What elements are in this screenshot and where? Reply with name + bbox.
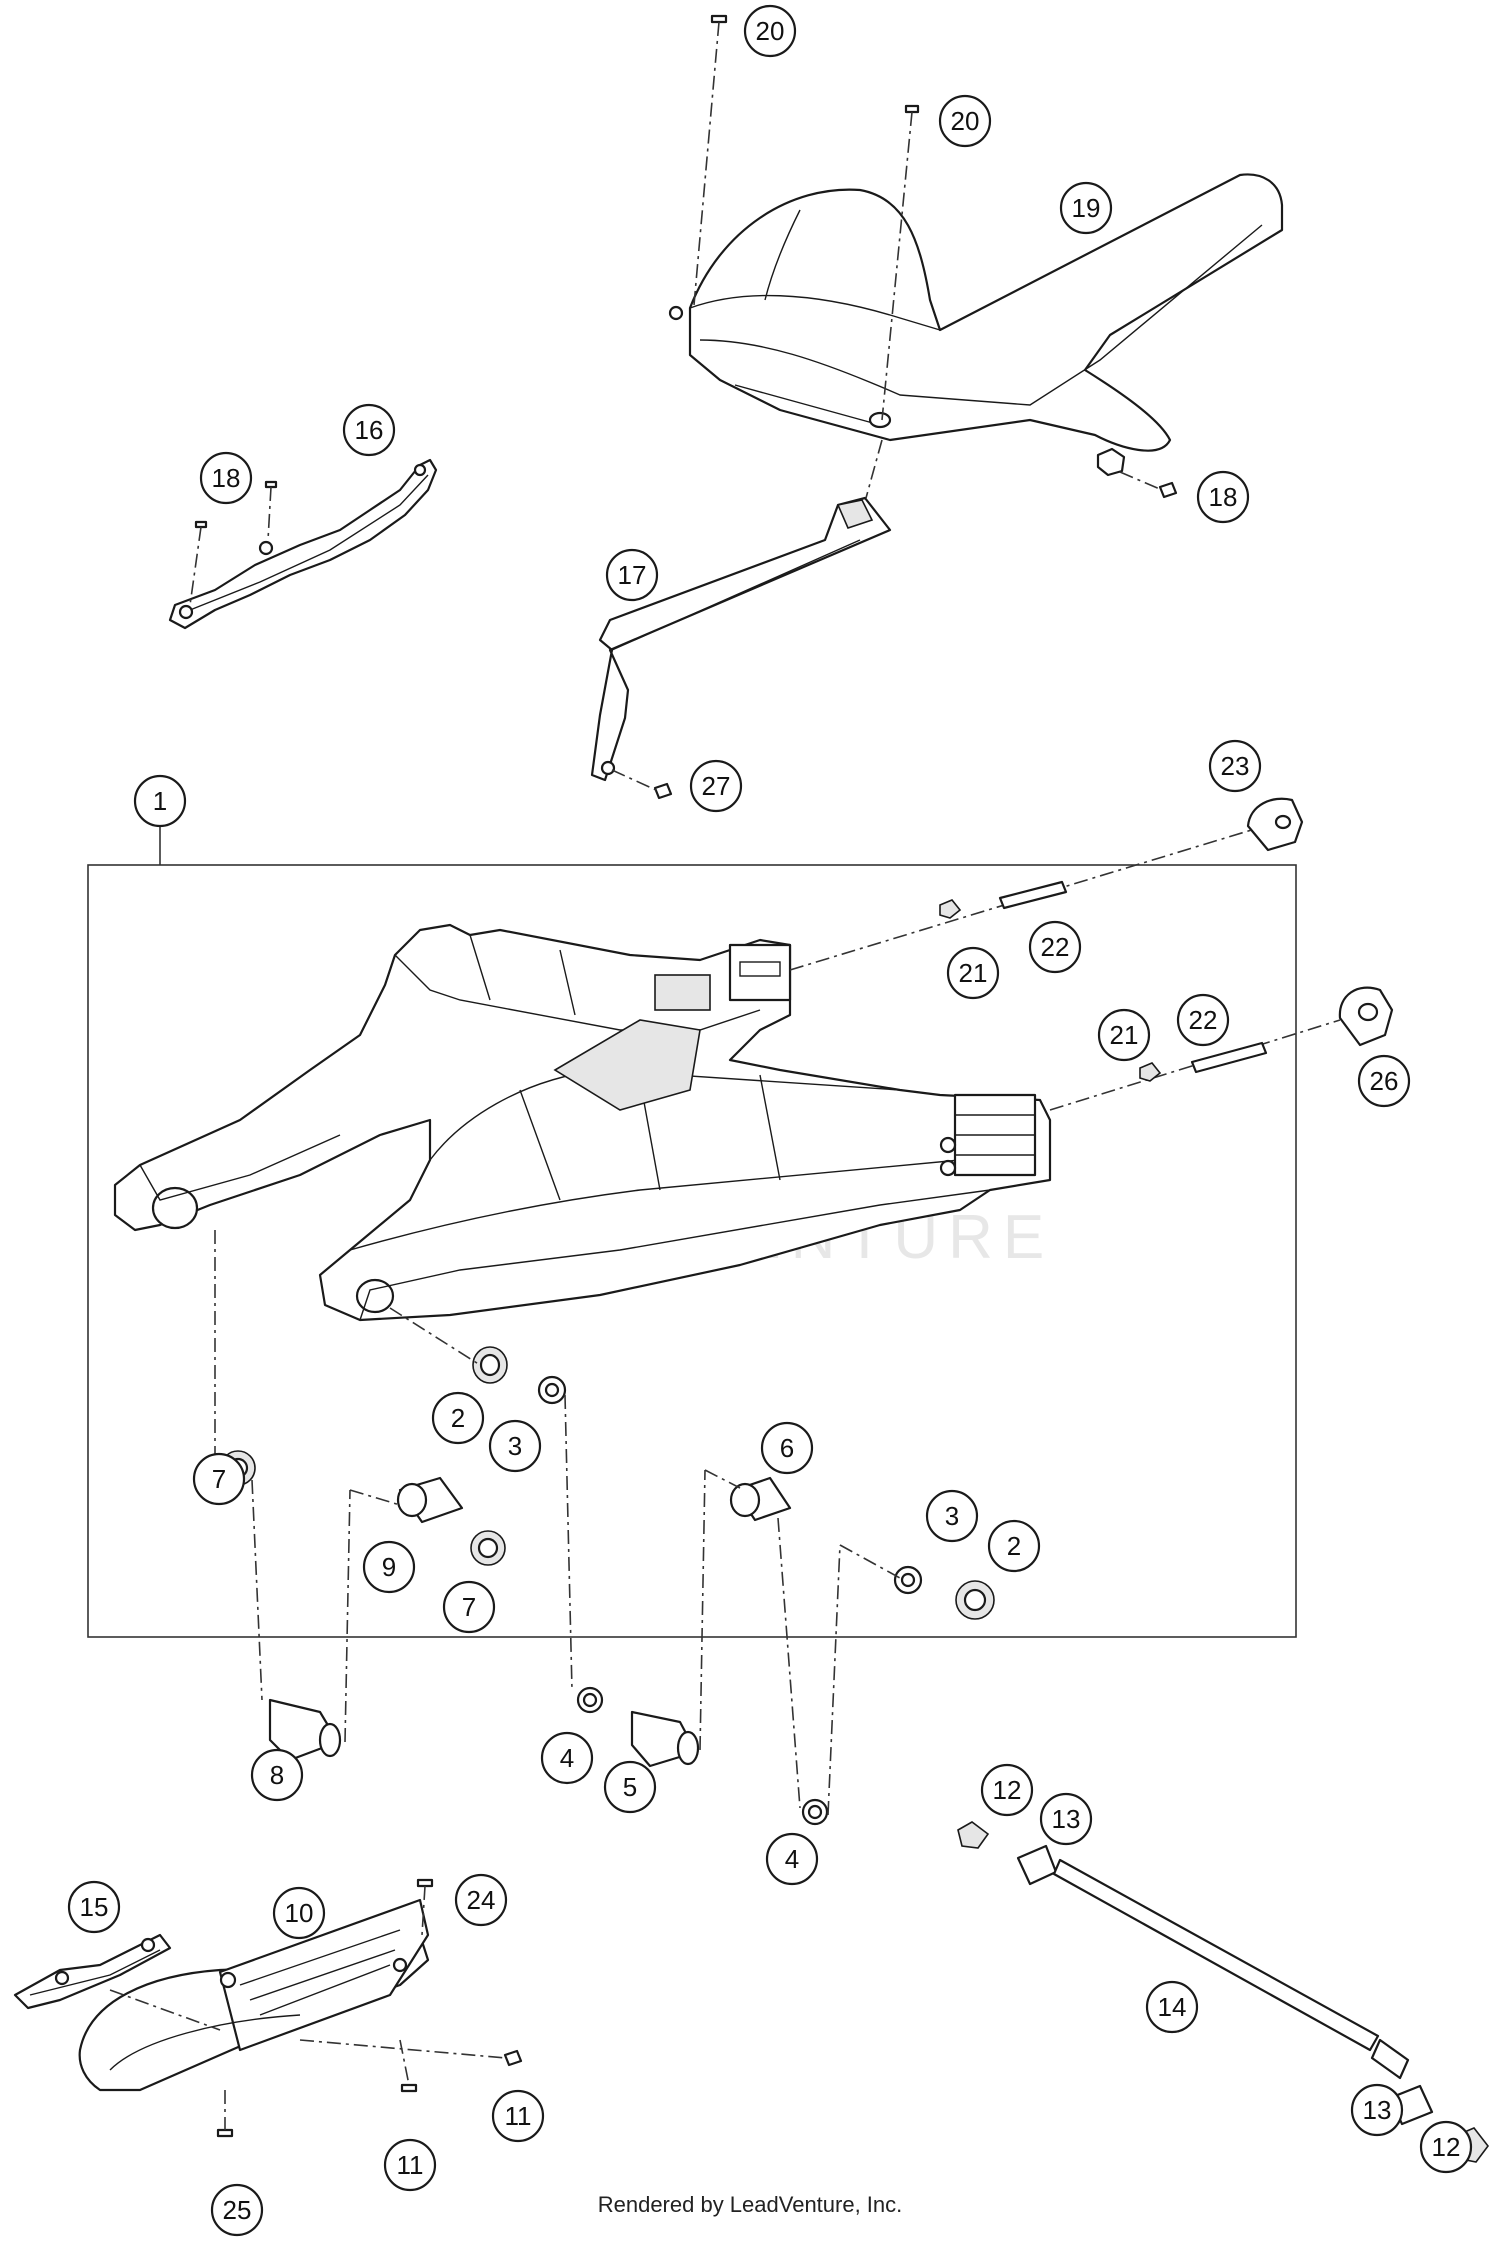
callout-label: 27 (702, 771, 731, 801)
callout-label: 13 (1363, 2095, 1392, 2125)
callout-16: 16 (342, 403, 396, 457)
assembly-frame (87, 864, 1297, 1638)
callout-label: 24 (467, 1885, 496, 1915)
callout-label: 13 (1052, 1804, 1081, 1834)
callout-label: 18 (1209, 482, 1238, 512)
callout-22b: 22 (1176, 993, 1230, 1047)
callout-label: 26 (1370, 1066, 1399, 1096)
footer-credit: Rendered by LeadVenture, Inc. (597, 2192, 903, 2217)
callout-label: 15 (80, 1892, 109, 1922)
pivot-shaft-parts (957, 1821, 1490, 2163)
callout-label: 23 (1221, 751, 1250, 781)
callout-9: 9 (362, 1540, 416, 1594)
chain-adjuster-parts (939, 797, 1394, 1082)
callout-5: 5 (603, 1760, 657, 1814)
callout-11b: 11 (383, 2138, 437, 2192)
callout-label: 7 (212, 1464, 226, 1494)
bushing-parts (268, 1686, 829, 1826)
callout-4a: 4 (540, 1731, 594, 1785)
callout-10: 10 (272, 1886, 326, 1940)
callout-15: 15 (67, 1880, 121, 1934)
callout-3b: 3 (925, 1489, 979, 1543)
callout-20a: 20 (743, 4, 797, 58)
callout-label: 19 (1072, 193, 1101, 223)
callout-7a: 7 (192, 1452, 246, 1506)
callout-label: 3 (508, 1431, 522, 1461)
chain-guide-bracket-part-16 (168, 458, 438, 630)
callout-label: 2 (451, 1403, 465, 1433)
callout-label: 1 (153, 786, 167, 816)
callout-label: 17 (618, 560, 647, 590)
callout-18b: 18 (1196, 470, 1250, 524)
callout-label: 14 (1158, 1992, 1187, 2022)
callout-19: 19 (1059, 181, 1113, 235)
callout-label: 9 (382, 1552, 396, 1582)
screw-upper-parts (189, 14, 1178, 800)
callout-25: 25 (210, 2183, 264, 2237)
callout-27: 27 (689, 759, 743, 813)
callout-24: 24 (454, 1873, 508, 1927)
callout-13b: 13 (1350, 2083, 1404, 2137)
callout-label: 20 (951, 106, 980, 136)
callout-label: 21 (1110, 1020, 1139, 1050)
callout-3a: 3 (488, 1419, 542, 1473)
callout-12a: 12 (980, 1763, 1034, 1817)
callout-label: 4 (560, 1743, 574, 1773)
callout-21a: 21 (946, 946, 1000, 1000)
callout-12b: 12 (1419, 2120, 1473, 2174)
swingarm-part-1 (113, 923, 1052, 1322)
chain-slider-part-10 (78, 1898, 430, 2092)
callout-label: 16 (355, 415, 384, 445)
callout-20b: 20 (938, 94, 992, 148)
callout-label: 20 (756, 16, 785, 46)
callout-2b: 2 (987, 1519, 1041, 1573)
callout-7b: 7 (442, 1580, 496, 1634)
callout-17: 17 (605, 548, 659, 602)
callout-8: 8 (250, 1748, 304, 1802)
callout-23: 23 (1208, 739, 1262, 793)
callout-22a: 22 (1028, 920, 1082, 974)
callout-label: 25 (223, 2195, 252, 2225)
callout-label: 8 (270, 1760, 284, 1790)
callout-11a: 11 (491, 2089, 545, 2143)
callout-26: 26 (1357, 1054, 1411, 1108)
callout-label: 5 (623, 1772, 637, 1802)
callout-13a: 13 (1039, 1792, 1093, 1846)
callout-label: 2 (1007, 1531, 1021, 1561)
rear-fender-part-19 (668, 173, 1284, 477)
callout-label: 11 (505, 2101, 532, 2131)
callout-label: 22 (1189, 1005, 1218, 1035)
chain-guard-part-17 (590, 496, 892, 782)
callout-label: 12 (993, 1775, 1022, 1805)
callout-label: 11 (397, 2150, 424, 2180)
chain-guide-part-15 (13, 1933, 172, 2010)
callout-label: 22 (1041, 932, 1070, 962)
callout-label: 7 (462, 1592, 476, 1622)
callout-6: 6 (760, 1421, 814, 1475)
callout-4b: 4 (765, 1832, 819, 1886)
callout-18a: 18 (199, 451, 253, 505)
callout-21b: 21 (1097, 1008, 1151, 1062)
callout-14: 14 (1145, 1980, 1199, 2034)
callout-label: 12 (1432, 2132, 1461, 2162)
callout-label: 18 (212, 463, 241, 493)
callout-label: 10 (285, 1898, 314, 1928)
callout-label: 21 (959, 958, 988, 988)
callout-label: 6 (780, 1433, 794, 1463)
callout-label: 3 (945, 1501, 959, 1531)
screw-lower-parts (109, 1878, 523, 2138)
callout-label: 4 (785, 1844, 799, 1874)
bearing-parts (220, 1346, 995, 1620)
callout-1: 1 (133, 774, 187, 828)
callout-2a: 2 (431, 1391, 485, 1445)
